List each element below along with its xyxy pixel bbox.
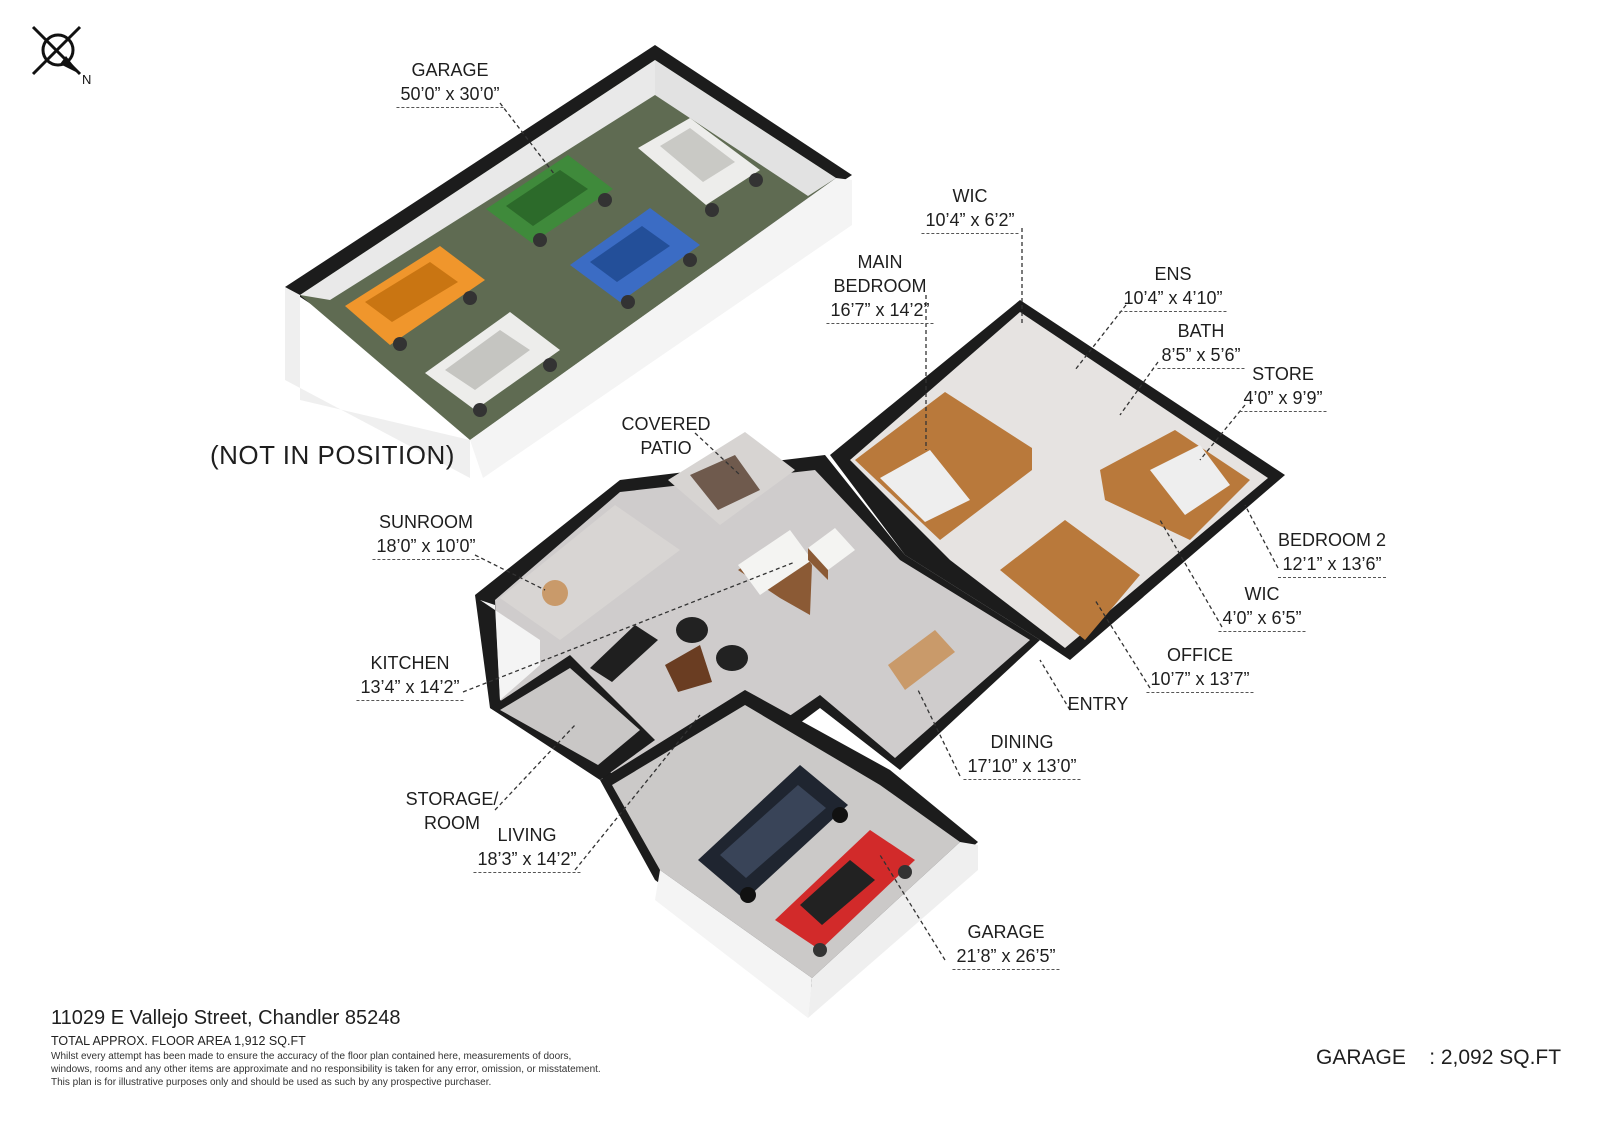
- property-address: 11029 E Vallejo Street, Chandler 85248: [51, 1007, 401, 1029]
- leader-lines: [462, 102, 1279, 961]
- room-label-entry: ENTRY: [1067, 694, 1129, 714]
- car-blue: [570, 208, 700, 309]
- kitchen-island: [738, 528, 855, 615]
- car-black: [698, 765, 848, 903]
- not-in-position-note: (NOT IN POSITION): [210, 440, 455, 470]
- compass-north-label: N: [82, 72, 92, 87]
- car-red: [775, 830, 915, 957]
- compass-icon: [31, 25, 82, 76]
- car-green: [486, 155, 613, 247]
- garage-total-area: GARAGE : 2,092 SQ.FT: [1316, 1046, 1562, 1069]
- sunroom-table: [542, 580, 568, 606]
- disclaimer-line-1: Whilst every attempt has been made to en…: [51, 1051, 572, 1062]
- car-white-1: [638, 118, 763, 217]
- sunroom-floor: [500, 505, 680, 640]
- car-white-2: [425, 312, 560, 417]
- total-floor-area: TOTAL APPROX. FLOOR AREA 1,912 SQ.FT: [51, 1034, 306, 1048]
- car-orange: [345, 246, 485, 351]
- disclaimer-line-2: windows, rooms and any other items are a…: [51, 1064, 601, 1075]
- disclaimer-line-3: This plan is for illustrative purposes o…: [51, 1077, 492, 1088]
- storage-room-shape: [490, 655, 655, 780]
- detached-garage-shape: [285, 45, 852, 478]
- room-label-storage-room: STORAGE/ ROOM: [405, 789, 499, 833]
- patio-furniture: [690, 455, 760, 510]
- disclaimer: Whilst every attempt has been made to en…: [51, 1050, 691, 1089]
- bedroom-wing-shape: [830, 300, 1285, 660]
- room-label-covered-patio: COVERED PATIO: [621, 414, 711, 458]
- living-furniture: [590, 617, 748, 692]
- dining-table: [888, 630, 955, 690]
